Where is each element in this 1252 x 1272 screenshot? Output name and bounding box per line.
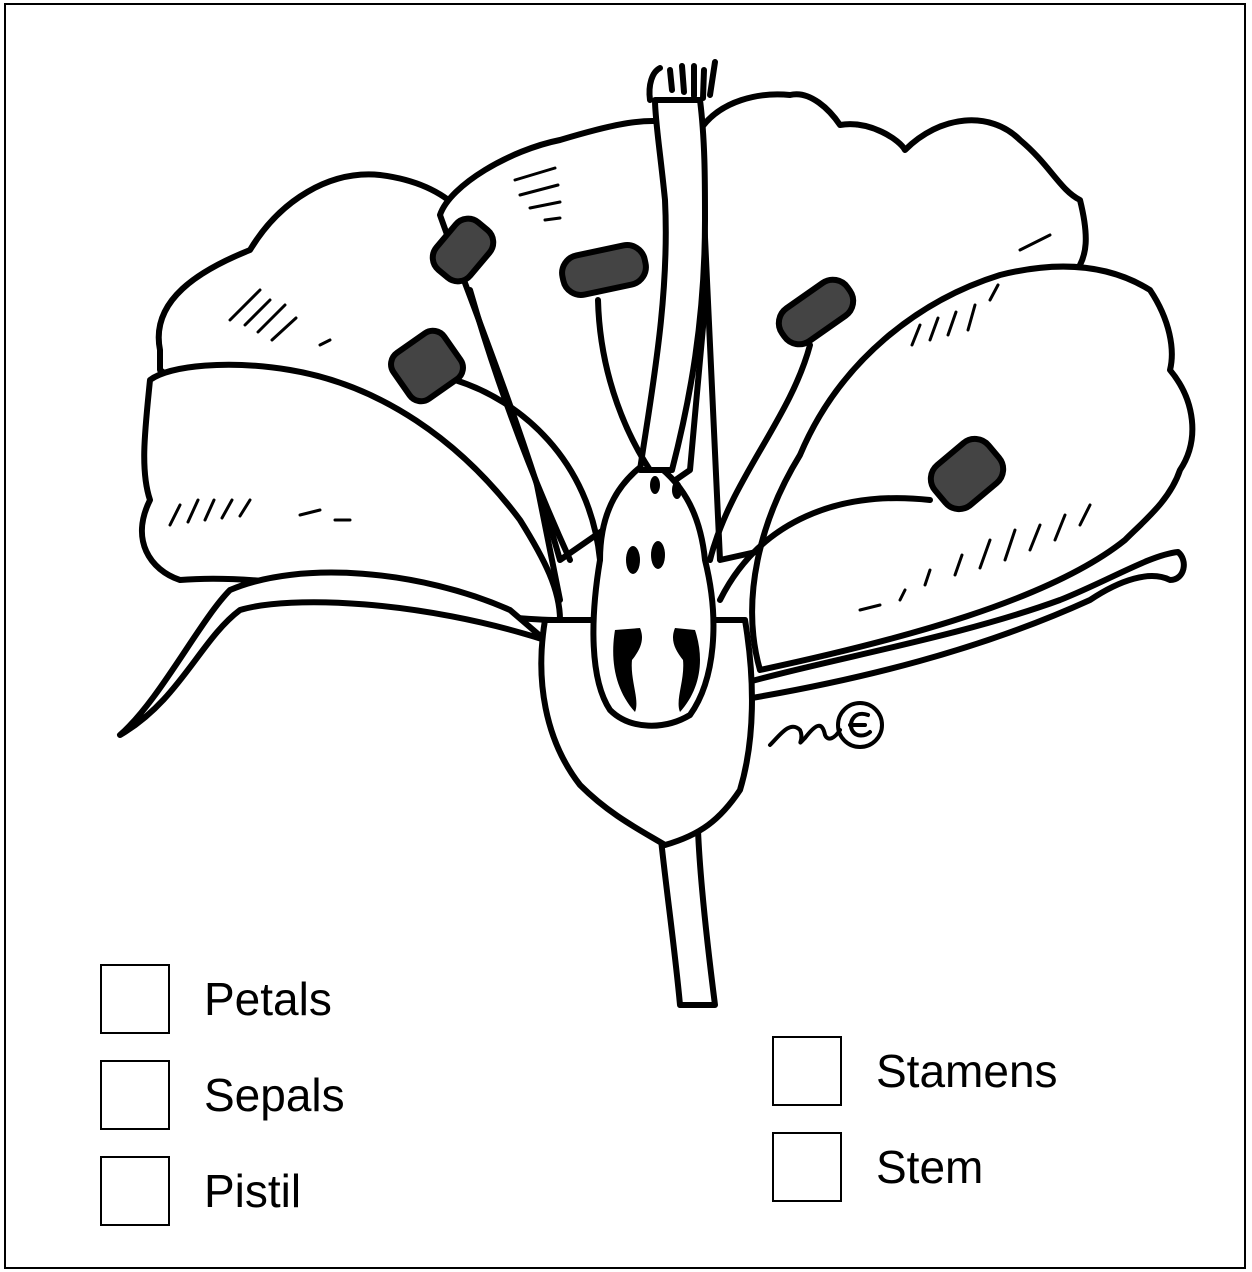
checklist-item-pistil: Pistil bbox=[100, 1155, 301, 1227]
sepals-label: Sepals bbox=[204, 1072, 345, 1118]
sepals-checkbox[interactable] bbox=[100, 1060, 170, 1130]
checklist-item-stem: Stem bbox=[772, 1131, 983, 1203]
pistil-stigma bbox=[649, 62, 715, 100]
stem bbox=[660, 830, 715, 1005]
petals-checkbox[interactable] bbox=[100, 964, 170, 1034]
checklist-item-sepals: Sepals bbox=[100, 1059, 345, 1131]
pistil-checkbox[interactable] bbox=[100, 1156, 170, 1226]
stem-label: Stem bbox=[876, 1144, 983, 1190]
checklist-item-stamens: Stamens bbox=[772, 1035, 1058, 1107]
artist-signature bbox=[770, 703, 882, 747]
stamens-checkbox[interactable] bbox=[772, 1036, 842, 1106]
stem-checkbox[interactable] bbox=[772, 1132, 842, 1202]
flower-diagram bbox=[0, 0, 1252, 1010]
sepal-left bbox=[120, 573, 545, 735]
pistil-label: Pistil bbox=[204, 1168, 301, 1214]
checklist-item-petals: Petals bbox=[100, 963, 332, 1035]
petals-label: Petals bbox=[204, 976, 332, 1022]
stamens-label: Stamens bbox=[876, 1048, 1058, 1094]
